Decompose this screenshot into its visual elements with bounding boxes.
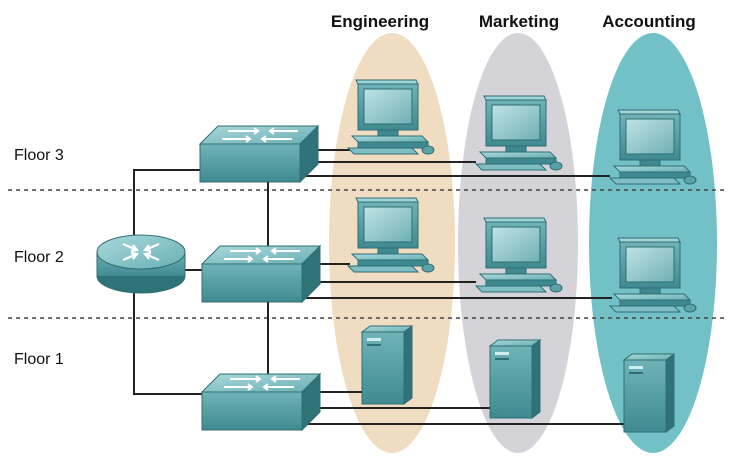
department-label-engineering: Engineering	[331, 12, 429, 31]
cable-router-floor1-switch	[133, 292, 206, 395]
department-label-marketing: Marketing	[479, 12, 559, 31]
floor-label-2: Floor 2	[14, 249, 64, 266]
floor-1-switch-icon	[201, 373, 321, 431]
floor-label-1: Floor 1	[14, 351, 64, 368]
floor-2-switch-icon	[201, 245, 321, 303]
cable-router-floor3-switch	[133, 169, 202, 250]
engineering-floor1-server-icon	[361, 325, 413, 405]
router-icon	[96, 234, 186, 294]
marketing-floor1-server-icon	[489, 339, 541, 419]
floor-label-3: Floor 3	[14, 147, 64, 164]
floor-3-switch-icon	[199, 125, 319, 183]
network-cables	[133, 149, 624, 425]
department-label-accounting: Accounting	[602, 12, 696, 31]
accounting-floor1-server-icon	[623, 353, 675, 433]
